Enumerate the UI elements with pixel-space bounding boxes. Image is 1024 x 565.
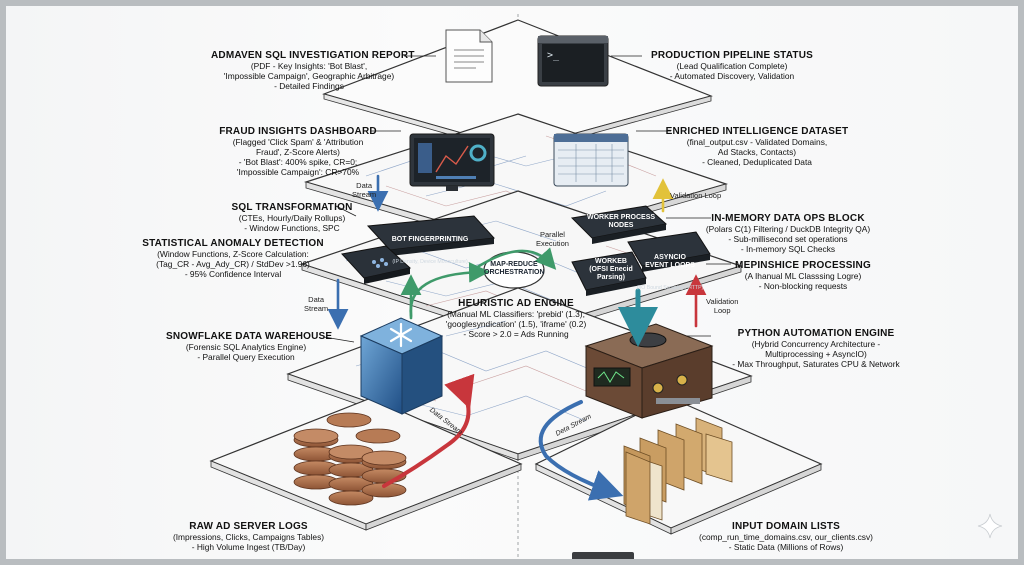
inmem-title: IN-MEMORY DATA OPS BLOCK [711,213,865,224]
report-label: ADMAVEN SQL INVESTIGATION REPORT (PDF - … [211,50,415,92]
sql-desc: (CTEs, Hourly/Daily Rollups) - Window Fu… [238,212,346,233]
rawlogs-desc: (Impressions, Clicks, Campaigns Tables) … [172,531,325,552]
pipeline-title: PRODUCTION PIPELINE STATUS [650,50,814,61]
python-label: PYTHON AUTOMATION ENGINE (Hybrid Concurr… [706,328,926,370]
data-stream-label-2: Data Stream [304,295,329,313]
pipeline-label: PRODUCTION PIPELINE STATUS (Lead Qualifi… [642,50,822,82]
worker-nodes-label: WORKER PROCESS NODES [586,214,656,230]
worker-parsing-chip [571,251,647,296]
stat-desc: (Window Functions, Z-Score Calculation: … [156,248,310,279]
parallel-execution-label: Parallel Execution [536,230,569,248]
validation-loop-label-1: Validation Loop [670,191,722,200]
sql-title: SQL TRANSFORMATION [231,202,353,213]
rawlogs-label: RAW AD SERVER LOGS (Impressions, Clicks,… [161,521,336,553]
python-title: PYTHON AUTOMATION ENGINE [737,328,895,339]
sparkle-icon [977,513,1003,539]
spreadsheet-icon [553,133,629,187]
bot-chip-label: BOT FINGERPRINTING (IP Density, Device M… [378,220,482,274]
inmem-label: IN-MEMORY DATA OPS BLOCK (Polars C(1) Fi… [688,213,888,255]
asyncio-title: ASYNCIO EVENT LOOPS [645,254,695,270]
database-stacks [293,412,407,506]
enriched-label: ENRICHED INTELLIGENCE DATASET (final_out… [662,126,852,168]
mepins-label: MEPINSHICE PROCESSING (A Ihanual ML Clas… [728,260,878,292]
svg-text:>_: >_ [547,50,560,61]
worker-nodes-chip [570,205,668,244]
validation-loop-label-2: Validation Loop [706,297,739,315]
snowflake-desc: (Forensic SQL Analytics Engine) - Parall… [185,341,307,362]
dashboard-monitor-icon [409,133,495,191]
architecture-diagram: >_ [209,14,823,559]
sql-chip [341,245,412,284]
snowflake-label: SNOWFLAKE DATA WAREHOUSE (Forensic SQL A… [166,331,333,363]
heuristic-label: HEURISTIC AD ENGINE (Manual ML Classifie… [431,298,601,340]
snowflake-cube [359,317,444,415]
sql-label: SQL TRANSFORMATION (CTEs, Hourly/Daily R… [231,202,353,234]
stat-label: STATISTICAL ANOMALY DETECTION (Window Fu… [138,238,328,280]
stat-title: STATISTICAL ANOMALY DETECTION [142,238,324,249]
fraud-title: FRAUD INSIGHTS DASHBOARD [219,126,377,137]
data-stream-label-1: Data Stream [352,181,377,199]
bot-fingerprinting-chip [366,215,496,256]
input-label: INPUT DOMAIN LISTS (comp_run_time_domain… [686,521,886,553]
asyncio-label: ASYNCIO EVENT LOOPS (I/O Bound Scraping … [634,238,706,300]
snowflake-title: SNOWFLAKE DATA WAREHOUSE [166,331,333,342]
terminal-icon: >_ [537,35,609,87]
bot-chip-sub: (IP Density, Device Monoculture) [392,259,468,266]
asyncio-sub: (I/O Bound Scraping / HTTP) [636,285,704,292]
heuristic-title: HEURISTIC AD ENGINE [458,298,574,309]
python-desc: (Hybrid Concurrency Architecture - Multi… [732,338,900,369]
heuristic-desc: (Manual ML Classifiers: 'prebid' (1.3), … [445,308,587,339]
flow-arrows [327,174,707,501]
enriched-title: ENRICHED INTELLIGENCE DATASET [665,126,849,137]
inmem-desc: (Polars C(1) Filtering / DuckDB Integrit… [705,223,871,254]
folder-stack [623,417,733,525]
mepins-desc: (A Ihanual ML Classsing Logre) - Non-blo… [744,270,862,291]
enriched-desc: (final_output.csv - Validated Domains, A… [686,136,828,167]
document-icon [445,29,493,83]
worker-parsing-label: WORKEB (OFSI Enecid Parsing) [589,258,633,282]
map-reduce-label: MAP-REDUCE ORCHESTRATION [484,261,545,277]
rawlogs-title: RAW AD SERVER LOGS [189,521,308,532]
input-desc: (comp_run_time_domains.csv, our_clients.… [699,531,873,552]
report-desc: (PDF - Key Insights: 'Bot Blast', 'Impos… [223,60,395,91]
fraud-desc: (Flagged 'Click Spam' & 'Attribution Fra… [232,136,364,177]
bot-chip-title: BOT FINGERPRINTING [391,236,469,244]
fraud-label: FRAUD INSIGHTS DASHBOARD (Flagged 'Click… [218,126,378,177]
pipeline-desc: (Lead Qualification Complete) - Automate… [669,60,795,81]
marker-tray [572,552,634,559]
asyncio-chip [627,231,711,272]
input-title: INPUT DOMAIN LISTS [731,521,841,532]
mepins-title: MEPINSHICE PROCESSING [735,260,871,271]
report-title: ADMAVEN SQL INVESTIGATION REPORT [211,50,415,61]
